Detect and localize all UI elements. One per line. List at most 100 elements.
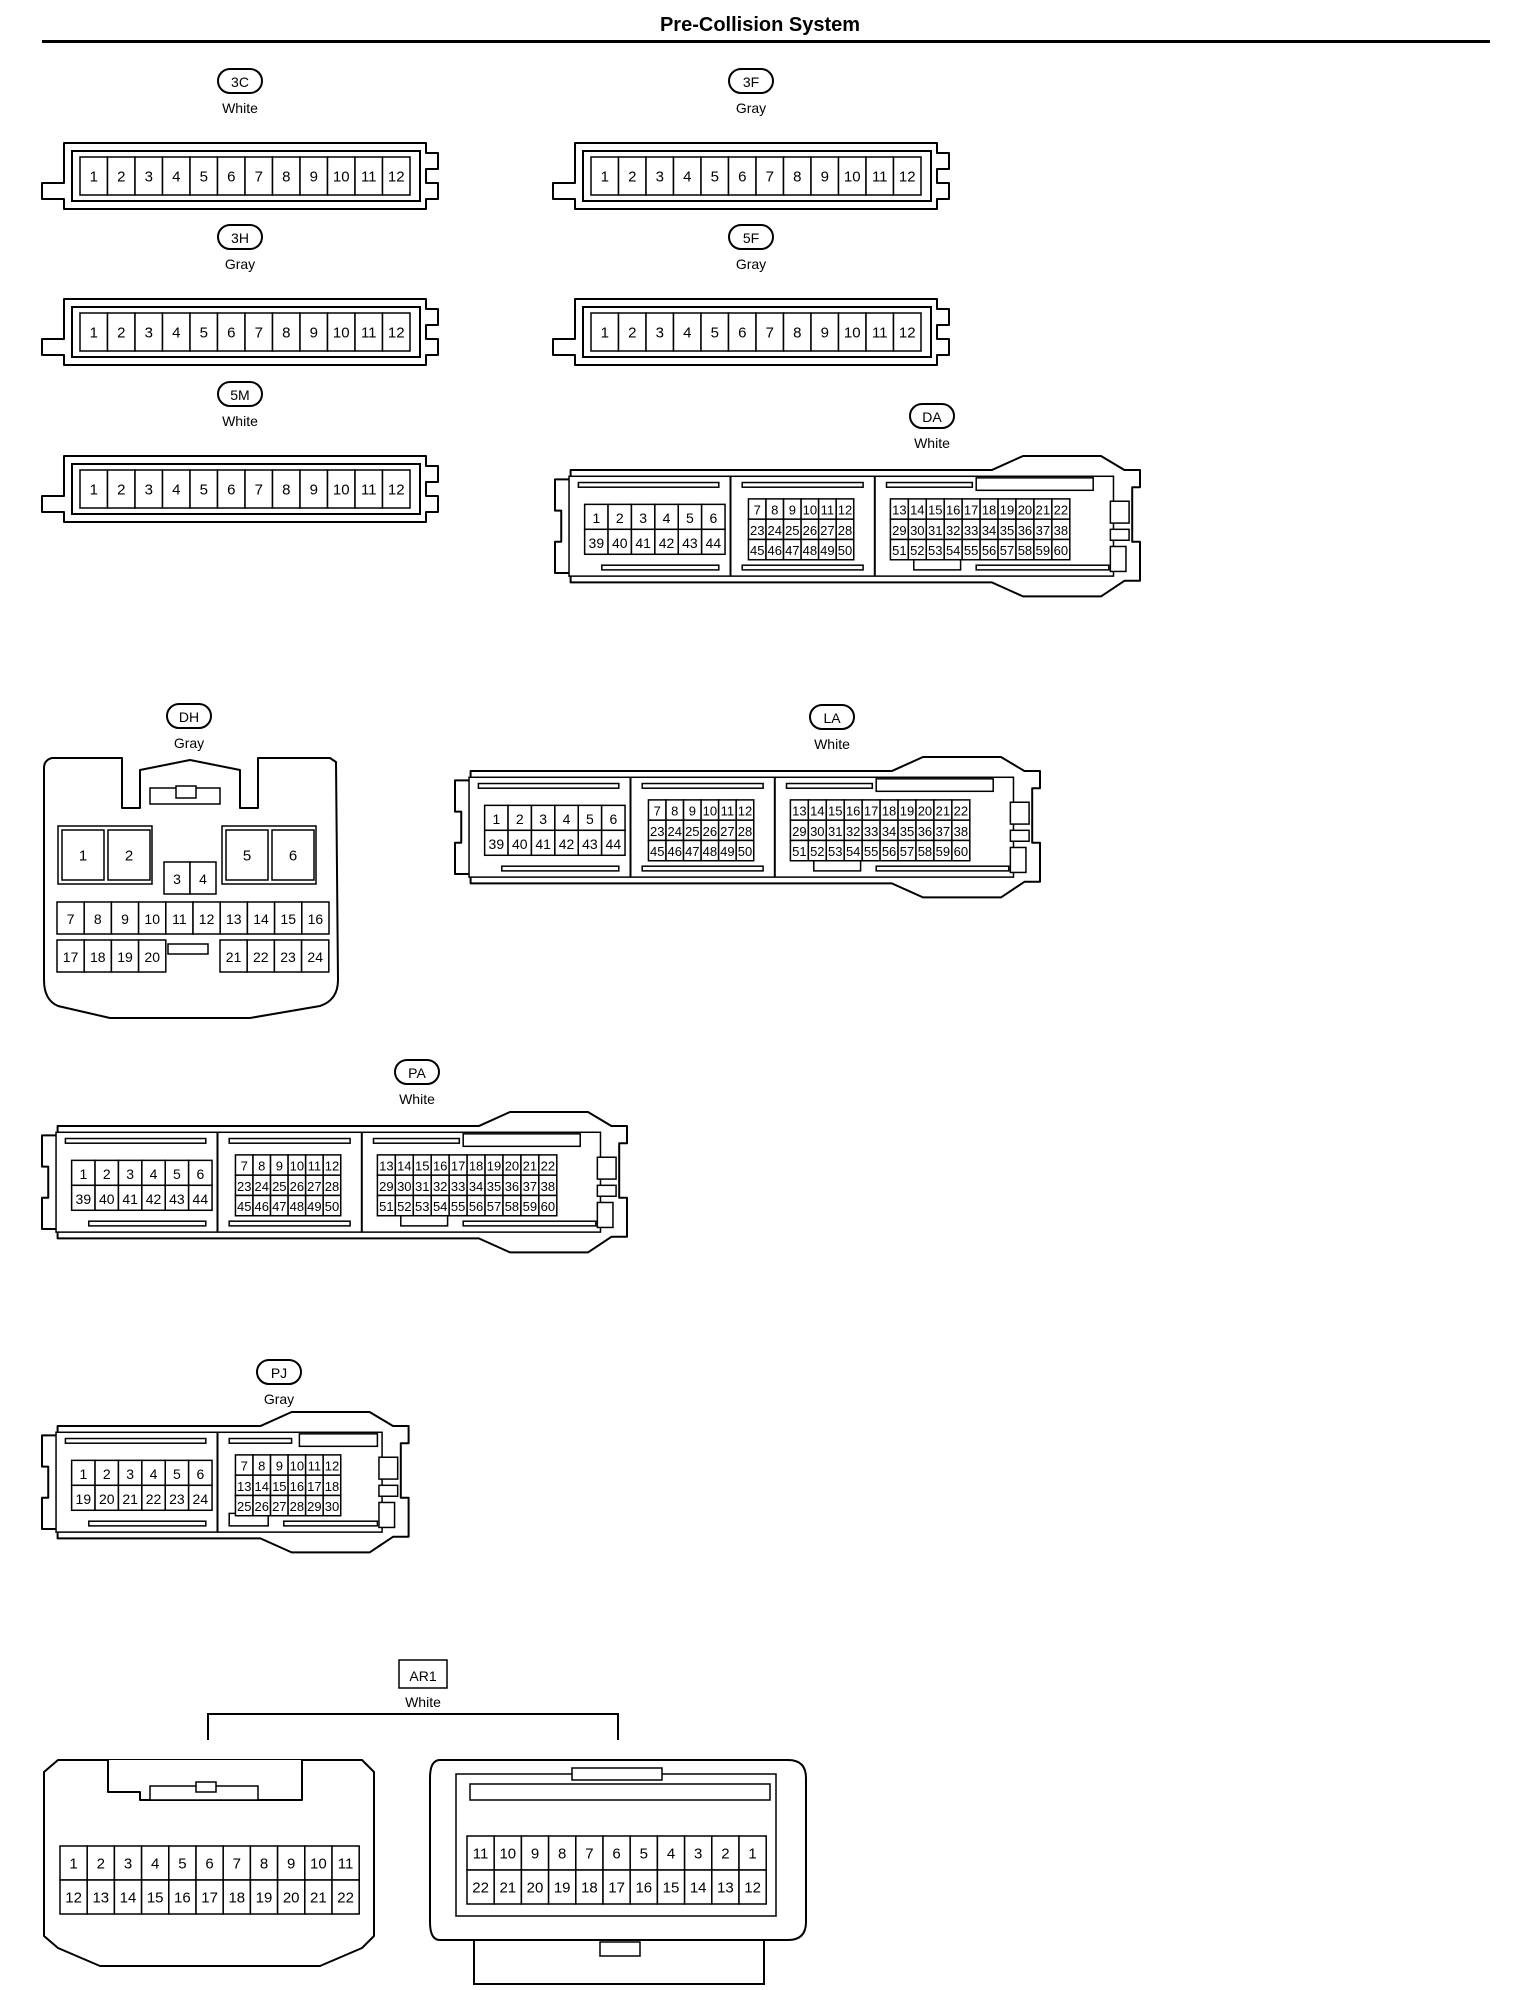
pin-number: 53 bbox=[828, 844, 842, 859]
pin-number: 42 bbox=[559, 836, 575, 852]
pin-number: 17 bbox=[201, 1890, 218, 1907]
pin-number: 8 bbox=[282, 169, 290, 186]
latch-bar bbox=[477, 782, 620, 789]
latch-bar bbox=[501, 865, 620, 872]
pin-number: 4 bbox=[683, 169, 691, 186]
pin-number: 28 bbox=[738, 824, 752, 839]
pin-number: 2 bbox=[616, 510, 624, 526]
pin-cell bbox=[326, 156, 356, 196]
pin-number: 18 bbox=[982, 503, 996, 518]
key-slot bbox=[378, 1484, 399, 1497]
pin-number: 10 bbox=[499, 1846, 516, 1863]
pin-number: 7 bbox=[241, 1459, 248, 1474]
pin-number: 11 bbox=[821, 503, 835, 518]
pin-cell bbox=[466, 1869, 495, 1905]
pin-number: 22 bbox=[146, 1491, 162, 1507]
pin-cell bbox=[755, 156, 785, 196]
pin-number: 9 bbox=[276, 1159, 283, 1174]
pin-number: 16 bbox=[846, 804, 860, 819]
pin-number: 47 bbox=[685, 844, 699, 859]
pin-number: 8 bbox=[282, 325, 290, 342]
pin-number: 5 bbox=[711, 325, 719, 342]
pin-number: 27 bbox=[307, 1179, 321, 1194]
connector-code: 3C bbox=[231, 74, 249, 90]
pin-number: 1 bbox=[492, 811, 500, 827]
pin-number: 15 bbox=[828, 804, 842, 819]
pin-number: 58 bbox=[505, 1199, 519, 1214]
pin-cell bbox=[865, 312, 895, 352]
pin-cell bbox=[107, 829, 151, 881]
pin-cell bbox=[951, 839, 971, 862]
pin-number: 11 bbox=[872, 325, 888, 342]
pin-cell bbox=[161, 156, 191, 196]
pin-number: 4 bbox=[151, 1856, 159, 1873]
pin-number: 1 bbox=[79, 1166, 87, 1182]
pin-number: 5 bbox=[686, 510, 694, 526]
pin-number: 3 bbox=[145, 325, 153, 342]
connector-code-badge bbox=[217, 224, 263, 250]
pin-cell bbox=[137, 939, 167, 973]
pin-cell bbox=[216, 312, 246, 352]
pin-number: 49 bbox=[820, 543, 834, 558]
pin-number: 10 bbox=[290, 1159, 304, 1174]
pin-number: 60 bbox=[954, 844, 968, 859]
pin-cell bbox=[301, 901, 330, 935]
pin-cell bbox=[273, 939, 303, 973]
pin-cell bbox=[837, 156, 867, 196]
connector-color: White bbox=[914, 435, 950, 451]
connector-code-badge bbox=[394, 1059, 440, 1085]
pin-number: 56 bbox=[882, 844, 896, 859]
pin-number: 38 bbox=[954, 824, 968, 839]
pin-number: 55 bbox=[964, 543, 978, 558]
pin-number: 5 bbox=[711, 169, 719, 186]
pin-cell bbox=[216, 469, 246, 509]
pin-number: 7 bbox=[255, 325, 263, 342]
pin-number: 12 bbox=[388, 325, 405, 342]
pin-number: 20 bbox=[99, 1491, 115, 1507]
pin-number: 14 bbox=[910, 503, 924, 518]
connector-code-box bbox=[398, 1659, 448, 1689]
connector-code: DH bbox=[179, 709, 199, 725]
pin-number: 37 bbox=[523, 1179, 537, 1194]
pin-number: 16 bbox=[635, 1880, 652, 1897]
pin-number: 9 bbox=[310, 325, 318, 342]
pin-number: 4 bbox=[150, 1466, 158, 1482]
latch-bar bbox=[64, 1437, 207, 1444]
pin-number: 9 bbox=[276, 1459, 283, 1474]
pin-number: 3 bbox=[539, 811, 547, 827]
pin-number: 8 bbox=[793, 325, 801, 342]
pin-cell bbox=[538, 1194, 558, 1217]
latch-bar bbox=[88, 1520, 207, 1527]
pin-cell bbox=[189, 312, 219, 352]
pin-number: 59 bbox=[523, 1199, 537, 1214]
pin-cell bbox=[299, 469, 329, 509]
pin-number: 52 bbox=[910, 543, 924, 558]
pin-number: 12 bbox=[325, 1159, 339, 1174]
pin-cell bbox=[189, 861, 217, 895]
page-title: Pre-Collision System bbox=[659, 14, 861, 36]
pin-cell bbox=[56, 901, 85, 935]
pin-number: 14 bbox=[255, 1479, 269, 1494]
pin-number: 10 bbox=[333, 169, 350, 186]
pin-number: 44 bbox=[193, 1191, 209, 1207]
pin-number: 42 bbox=[659, 535, 675, 551]
latch-bar bbox=[577, 481, 720, 488]
connector-code-badge bbox=[217, 68, 263, 94]
pin-number: 30 bbox=[910, 523, 924, 538]
pin-number: 2 bbox=[125, 848, 133, 865]
latch-bar bbox=[462, 1133, 581, 1148]
pin-cell bbox=[271, 312, 301, 352]
pin-number: 10 bbox=[803, 503, 817, 518]
pin-number: 36 bbox=[1018, 523, 1032, 538]
connector-code: 5F bbox=[743, 230, 759, 246]
pin-number: 20 bbox=[505, 1159, 519, 1174]
pin-number: 2 bbox=[516, 811, 524, 827]
pin-number: 43 bbox=[682, 535, 698, 551]
pin-number: 2 bbox=[103, 1166, 111, 1182]
key-slot bbox=[1009, 801, 1030, 825]
pin-cell bbox=[110, 939, 140, 973]
